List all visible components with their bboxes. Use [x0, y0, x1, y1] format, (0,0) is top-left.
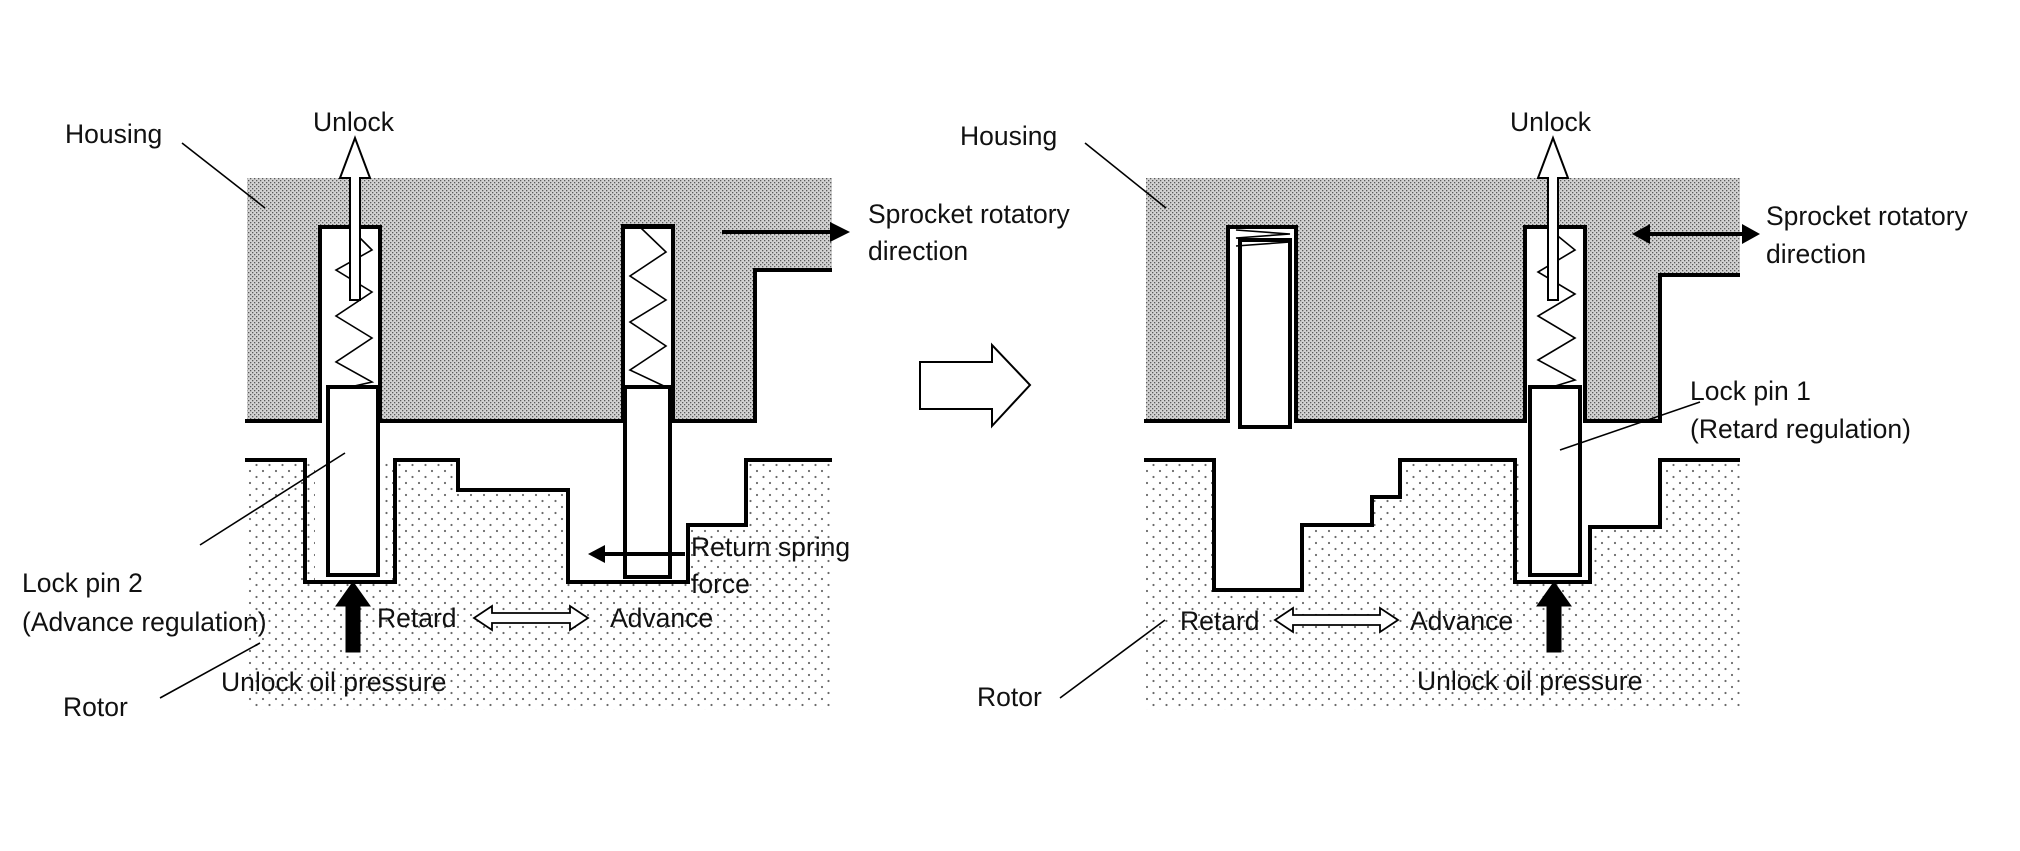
left-lock-pin-leader: [199, 452, 346, 546]
left-housing-label: Housing: [65, 119, 162, 149]
left-housing: [247, 178, 832, 423]
left-unlock-arrow: [338, 135, 372, 301]
right-spring: [1536, 227, 1578, 388]
left-diagram: Housing Unlock Sprocket rotatory directi…: [22, 107, 1071, 722]
right-retard-advance-arrow: [1273, 606, 1400, 634]
right-sprocket-label-line1: Sprocket rotatory: [1766, 201, 1969, 231]
left-advance-label: Advance: [610, 603, 713, 633]
left-housing-outline: [245, 225, 832, 423]
left-sprocket-label-line2: direction: [868, 236, 968, 266]
right-oil-pressure-arrow: [1536, 581, 1572, 653]
left-sprocket-label-line1: Sprocket rotatory: [868, 199, 1071, 229]
left-spring-2: [628, 227, 668, 388]
right-housing-label: Housing: [960, 121, 1057, 151]
left-retard-advance-arrow: [472, 604, 590, 632]
left-lock-pin-advance-slot: [623, 385, 672, 579]
left-rotor-leader: [159, 642, 261, 699]
right-retard-label: Retard: [1180, 606, 1260, 636]
left-return-spring-arrow-head: [588, 545, 605, 563]
right-sprocket-arrow-head-left: [1632, 224, 1650, 244]
right-lock-pin-1: [1528, 385, 1582, 577]
right-lock-pin-label-line2: (Retard regulation): [1690, 414, 1911, 444]
right-rotor-leader: [1059, 619, 1166, 699]
left-rotor-label: Rotor: [63, 692, 128, 722]
right-unlock-arrow: [1536, 135, 1570, 301]
left-return-spring-label-line1: Return spring: [691, 532, 850, 562]
left-lock-pin-2: [326, 385, 380, 577]
left-oil-pressure-label: Unlock oil pressure: [221, 667, 446, 697]
right-lock-pin-label-line1: Lock pin 1: [1690, 376, 1811, 406]
right-housing-outline: [1144, 225, 1740, 423]
right-advance-label: Advance: [1410, 606, 1513, 636]
transition-arrow: [919, 342, 1032, 429]
right-housing-leader: [1084, 142, 1167, 209]
left-sprocket-arrow-head: [830, 222, 850, 242]
right-unlock-label: Unlock: [1510, 107, 1592, 137]
right-rotor-label: Rotor: [977, 682, 1042, 712]
left-lock-pin-label-line1: Lock pin 2: [22, 568, 143, 598]
left-lock-pin-label-line2: (Advance regulation): [22, 607, 267, 637]
right-diagram: Housing Unlock Sprocket rotatory directi…: [960, 107, 1969, 712]
left-return-spring-label-line2: force: [691, 569, 750, 599]
left-oil-pressure-arrow: [335, 581, 371, 653]
right-compressed-spring: [1235, 229, 1291, 247]
right-housing: [1146, 178, 1740, 423]
right-oil-pressure-label: Unlock oil pressure: [1417, 666, 1642, 696]
right-rotor-outline: [1144, 458, 1740, 592]
right-sprocket-label-line2: direction: [1766, 239, 1866, 269]
right-retracted-lock-pin: [1238, 238, 1292, 429]
right-lock-pin-leader: [1559, 401, 1701, 451]
right-sprocket-arrow-head-right: [1742, 224, 1760, 244]
left-housing-leader: [181, 142, 266, 209]
left-rotor-outline: [245, 458, 832, 584]
left-unlock-label: Unlock: [313, 107, 395, 137]
left-retard-label: Retard: [377, 603, 457, 633]
right-rotor: [1146, 460, 1740, 710]
